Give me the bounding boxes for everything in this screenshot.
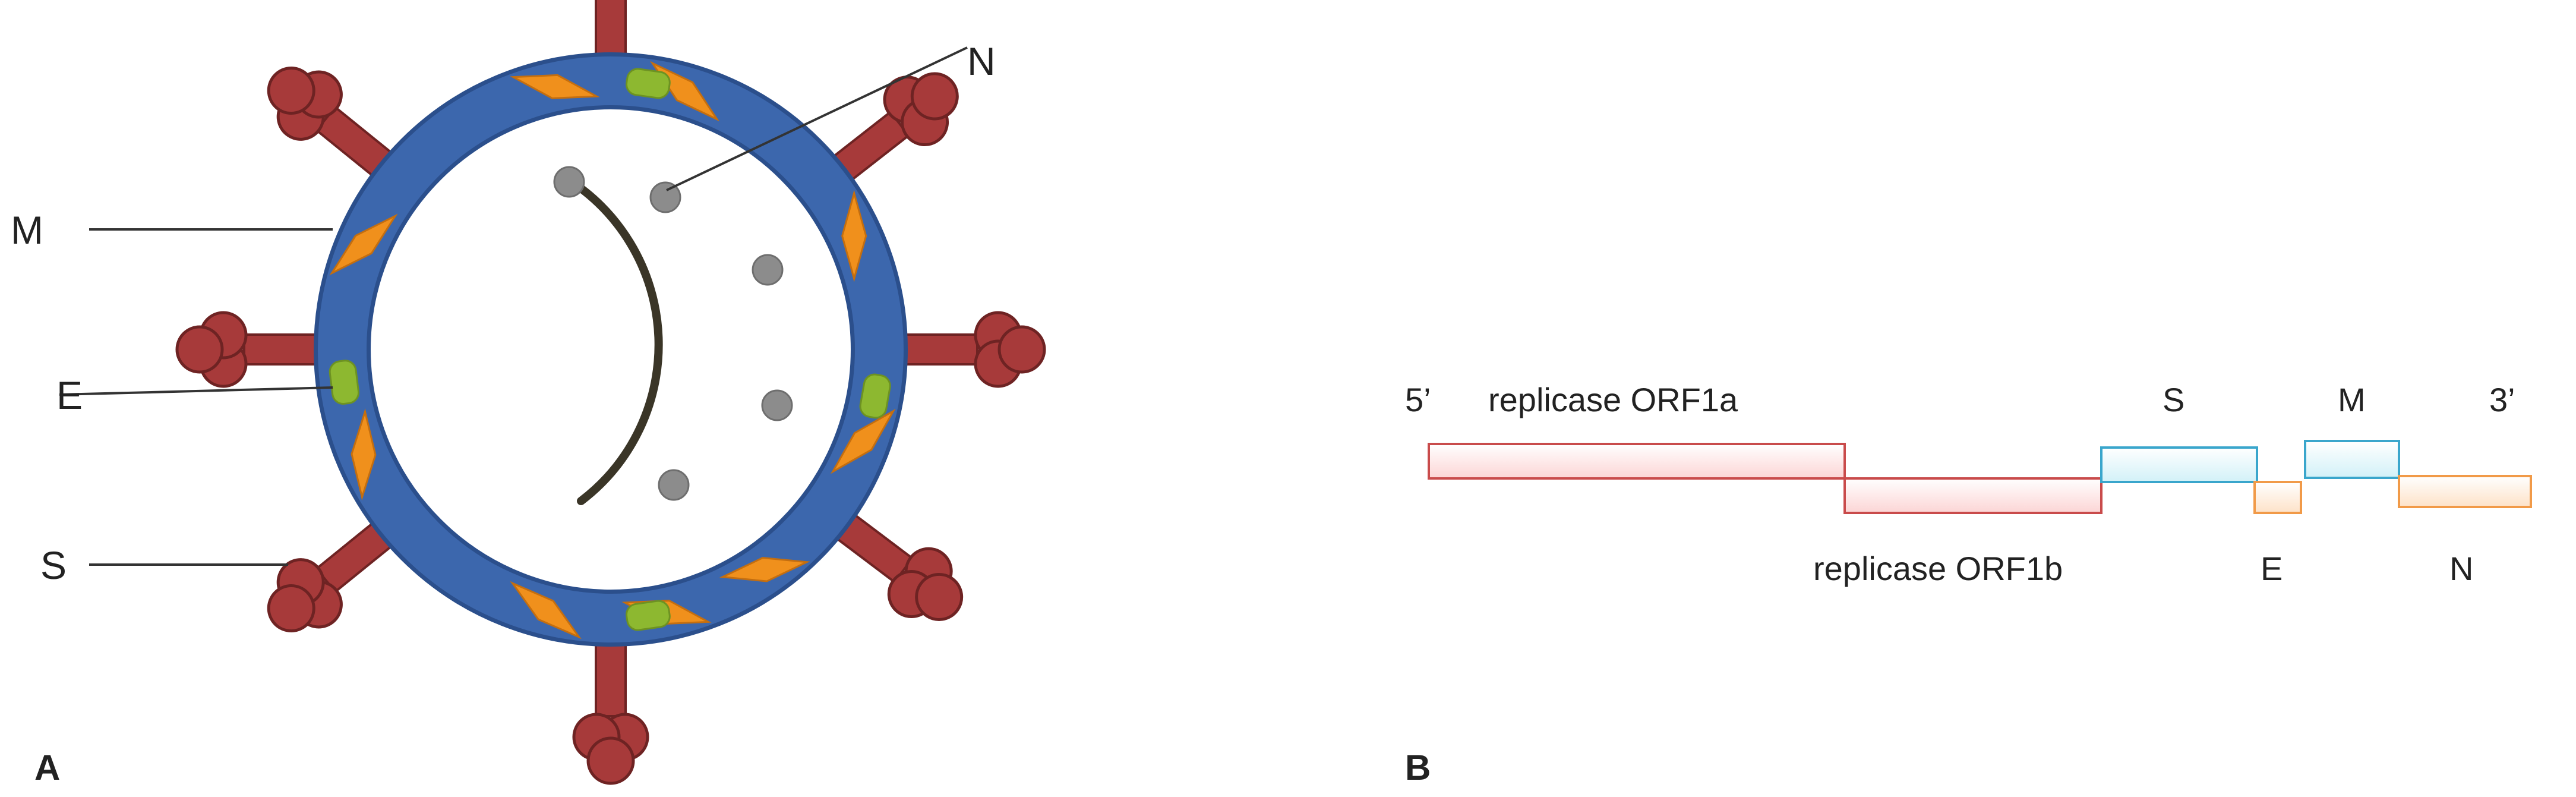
membrane-protein — [830, 408, 896, 474]
nucleocapsid-protein — [658, 469, 690, 501]
nucleocapsid-protein — [752, 254, 784, 286]
panel-b: 5’ 3’ replicase ORF1a S M replicase ORF1… — [1405, 381, 2532, 787]
envelope-protein — [859, 373, 891, 419]
membrane-protein — [719, 557, 810, 582]
envelope-protein-shape — [859, 373, 891, 419]
membrane-protein — [510, 581, 582, 640]
envelope-protein-group — [329, 68, 891, 631]
callout-m: M — [11, 208, 43, 252]
spike-protein — [572, 593, 649, 785]
nucleocapsid-protein — [553, 166, 585, 198]
membrane-protein — [351, 408, 377, 501]
spike-head-lobe — [267, 584, 315, 632]
five-prime-label: 5’ — [1405, 381, 1431, 418]
callout-e: E — [56, 373, 83, 417]
nucleocapsid-protein — [649, 181, 681, 213]
panel-a: M E S N A — [11, 0, 1046, 787]
membrane-protein-shape — [510, 581, 582, 640]
rna-genome — [565, 176, 663, 505]
spike-head-lobe — [175, 325, 224, 374]
label-orf1a: replicase ORF1a — [1488, 381, 1738, 418]
envelope-protein — [626, 600, 671, 631]
spike-head-lobe — [910, 72, 959, 121]
callout-n: N — [967, 39, 996, 83]
membrane-protein-shape — [841, 190, 867, 282]
membrane-protein — [329, 213, 398, 276]
nucleocapsid-protein — [761, 389, 793, 421]
three-prime-label: 3’ — [2489, 381, 2515, 418]
label-e: E — [2261, 550, 2283, 587]
membrane-protein-shape — [351, 408, 377, 501]
panel-label-b: B — [1405, 748, 1431, 787]
membrane-protein-shape — [719, 557, 810, 582]
gene-e — [2253, 481, 2302, 514]
spike-protein-group — [175, 0, 1046, 785]
envelope-protein-shape — [626, 600, 671, 631]
gene-orf1b — [1843, 477, 2103, 514]
membrane-protein — [510, 74, 600, 99]
label-n: N — [2449, 550, 2473, 587]
spike-head-lobe — [267, 67, 315, 115]
viral-envelope-fill — [318, 56, 904, 642]
callout-line-n — [666, 46, 968, 191]
spike-head-lobe — [997, 325, 1046, 374]
envelope-protein — [329, 360, 360, 405]
membrane-protein-shape — [329, 213, 398, 276]
membrane-protein-shape — [510, 74, 600, 99]
gene-m — [2304, 440, 2400, 479]
nucleocapsid-protein-group — [553, 166, 793, 501]
membrane-protein — [841, 190, 867, 282]
gene-s — [2100, 446, 2258, 483]
membrane-protein-shape — [830, 408, 896, 474]
gene-orf1a — [1428, 443, 1846, 480]
gene-n — [2398, 475, 2532, 508]
envelope-protein-shape — [626, 68, 671, 99]
callout-s: S — [40, 543, 67, 587]
label-orf1b: replicase ORF1b — [1813, 550, 2063, 587]
envelope-protein-shape — [329, 360, 360, 405]
spike-head-lobe — [915, 572, 964, 621]
label-m: M — [2338, 381, 2366, 418]
callout-line-e — [59, 386, 333, 396]
panel-label-a: A — [34, 748, 60, 787]
label-s: S — [2163, 381, 2184, 418]
spike-head-lobe — [586, 736, 635, 785]
envelope-protein — [626, 68, 671, 99]
